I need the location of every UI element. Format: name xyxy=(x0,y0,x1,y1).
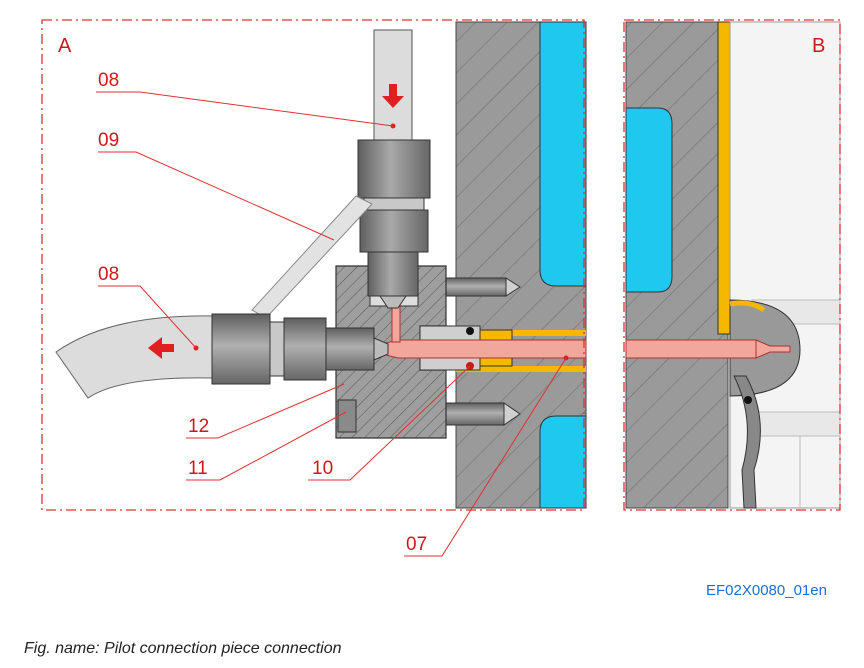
pilot-bore-a xyxy=(373,339,587,359)
nut-top xyxy=(357,139,431,199)
callout-09: 09 xyxy=(98,130,119,151)
gasket-b-curve xyxy=(729,300,766,313)
panel-label-a: A xyxy=(58,35,72,57)
figure-caption: Fig. name: Pilot connection piece connec… xyxy=(24,640,342,657)
fitting-ring-left xyxy=(269,321,285,377)
arrow-down xyxy=(382,84,404,108)
gasket-strip-lower xyxy=(456,366,586,372)
nut-top-lower xyxy=(359,209,429,253)
frame-b xyxy=(623,19,841,511)
callout-left-08: 08 xyxy=(98,264,119,285)
document-id: EF02X0080_01en xyxy=(706,582,827,599)
nut-left xyxy=(211,313,271,385)
hose-left xyxy=(55,315,215,399)
screw-lower-tip xyxy=(503,402,521,426)
leader-11 xyxy=(186,411,347,481)
leader-10 xyxy=(308,365,471,481)
plate-b-line-2 xyxy=(751,411,841,437)
nut-left-inner xyxy=(283,317,327,381)
fitting-body-top xyxy=(367,251,419,297)
pilot-bore-b-tip xyxy=(755,339,791,359)
fitting-body-left xyxy=(325,327,375,371)
pilot-bore-vertical xyxy=(391,305,401,343)
panel-b xyxy=(625,21,841,509)
fitting-tip-left xyxy=(373,337,389,361)
leader-07 xyxy=(404,357,567,557)
panel-a xyxy=(55,21,587,509)
o-ring-10-top xyxy=(466,327,474,335)
seal-dot-b xyxy=(744,396,752,404)
callout-top-08: 08 xyxy=(98,70,119,91)
callout-10: 10 xyxy=(312,458,333,479)
callout-lines xyxy=(96,91,567,557)
cooling-channel-b xyxy=(625,107,673,293)
fitting-tip-top xyxy=(379,295,407,309)
leader-top-08 xyxy=(96,91,394,127)
arrow-left xyxy=(148,337,174,359)
fitting-ring-top xyxy=(363,197,425,211)
screw-upper xyxy=(445,277,507,297)
leader-09 xyxy=(98,151,335,241)
pilot-bore-b xyxy=(625,339,757,359)
gasket-strip xyxy=(456,330,586,336)
membrane-b xyxy=(733,375,761,509)
leader-12 xyxy=(186,383,345,439)
cooling-channel-bottom xyxy=(539,415,587,509)
screw-upper-tip xyxy=(505,277,521,297)
callout-12: 12 xyxy=(188,416,209,437)
callout-11: 11 xyxy=(188,458,208,479)
leader-left-08 xyxy=(98,285,197,349)
frame-a xyxy=(41,19,585,511)
bolt-head-11 xyxy=(337,399,357,433)
cooling-channel-top xyxy=(539,21,587,287)
panel-label-b: B xyxy=(812,35,825,57)
gasket-b xyxy=(717,21,731,335)
callout-07: 07 xyxy=(406,534,427,555)
